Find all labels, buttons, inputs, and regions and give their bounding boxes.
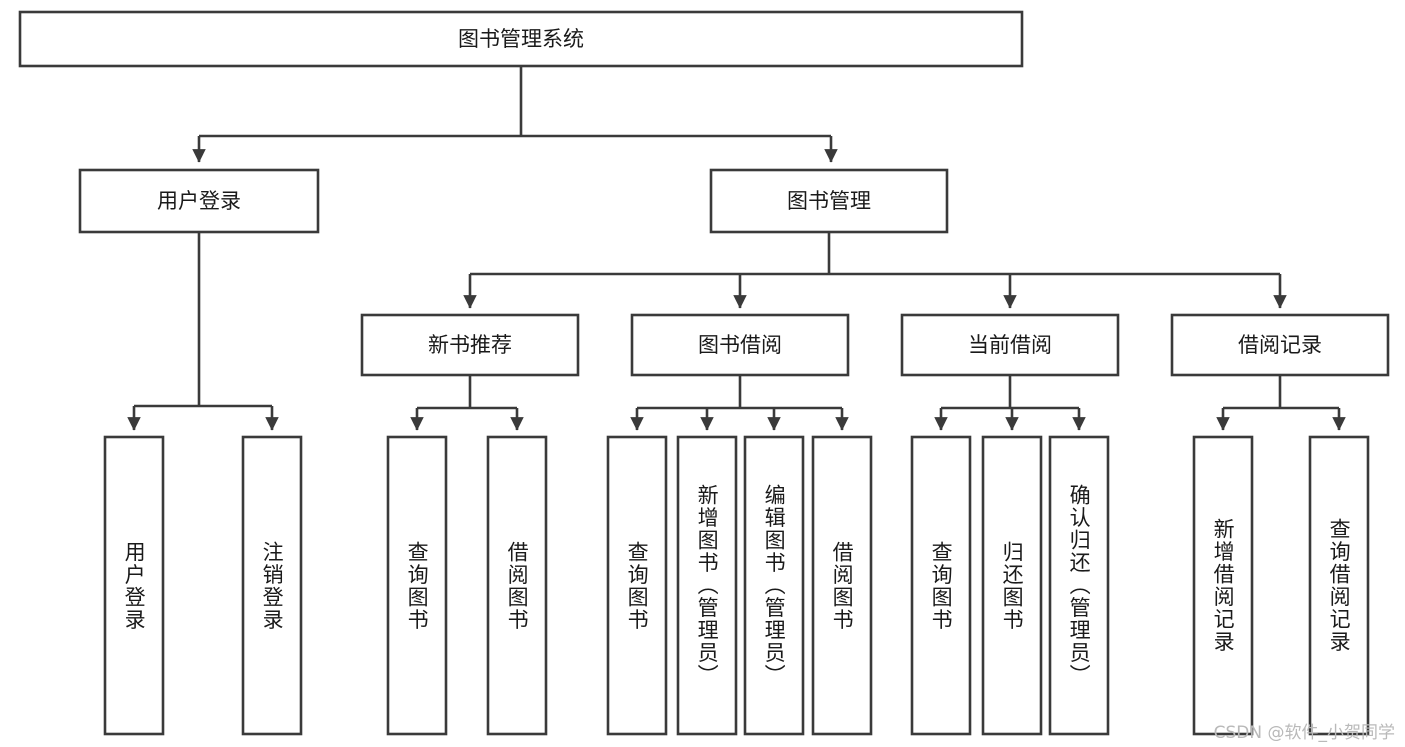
node-current-borrow-box[interactable] bbox=[900, 313, 1120, 377]
node-user-login[interactable]: 用户登录 bbox=[78, 168, 320, 234]
leaf-boxes bbox=[103, 435, 1370, 736]
connector-borrow-record-to-leaves bbox=[1216, 375, 1346, 431]
leaf-query-book-rec-box[interactable] bbox=[386, 435, 448, 736]
connector-root-to-level2 bbox=[192, 66, 838, 163]
leaf-query-record-box[interactable] bbox=[1308, 435, 1370, 736]
node-current-borrow[interactable]: 当前借阅 bbox=[900, 313, 1120, 377]
leaf-query-book-bb-box[interactable] bbox=[606, 435, 668, 736]
connector-book-manage-to-level3 bbox=[463, 232, 1287, 309]
csdn-watermark: CSDN @软件_小贺同学 bbox=[1213, 723, 1395, 743]
node-book-borrow-label: 图书借阅 bbox=[698, 333, 782, 357]
leaf-borrow-book-bb-box[interactable] bbox=[811, 435, 873, 736]
connector-user-login-to-leaves bbox=[127, 232, 279, 431]
leaf-return-book-box[interactable] bbox=[981, 435, 1043, 736]
leaf-user-login-box[interactable] bbox=[103, 435, 165, 736]
node-new-book-rec[interactable]: 新书推荐 bbox=[360, 313, 580, 377]
node-borrow-record[interactable]: 借阅记录 bbox=[1170, 313, 1390, 377]
leaf-confirm-return-box[interactable] bbox=[1048, 435, 1110, 736]
node-new-book-rec-box[interactable] bbox=[360, 313, 580, 377]
leaf-query-book-cb-box[interactable] bbox=[910, 435, 972, 736]
connector-current-borrow-to-leaves bbox=[934, 375, 1086, 431]
node-root-box[interactable] bbox=[18, 10, 1024, 68]
node-current-borrow-label: 当前借阅 bbox=[968, 333, 1052, 357]
node-user-login-label: 用户登录 bbox=[157, 189, 241, 213]
node-book-borrow[interactable]: 图书借阅 bbox=[630, 313, 850, 377]
leaf-add-book-box[interactable] bbox=[676, 435, 738, 736]
node-root-label: 图书管理系统 bbox=[458, 27, 584, 51]
leaf-user-logout-box[interactable] bbox=[241, 435, 303, 736]
node-root[interactable]: 图书管理系统 bbox=[18, 10, 1024, 68]
connector-new-book-rec-to-leaves bbox=[410, 375, 524, 431]
leaf-edit-book-box[interactable] bbox=[743, 435, 805, 736]
connector-book-borrow-to-leaves bbox=[630, 375, 849, 431]
node-book-manage[interactable]: 图书管理 bbox=[709, 168, 949, 234]
node-borrow-record-label: 借阅记录 bbox=[1238, 333, 1322, 357]
node-user-login-box[interactable] bbox=[78, 168, 320, 234]
node-new-book-rec-label: 新书推荐 bbox=[428, 333, 512, 357]
leaf-add-record-box[interactable] bbox=[1192, 435, 1254, 736]
leaf-borrow-book-rec-box[interactable] bbox=[486, 435, 548, 736]
node-book-manage-label: 图书管理 bbox=[787, 189, 871, 213]
